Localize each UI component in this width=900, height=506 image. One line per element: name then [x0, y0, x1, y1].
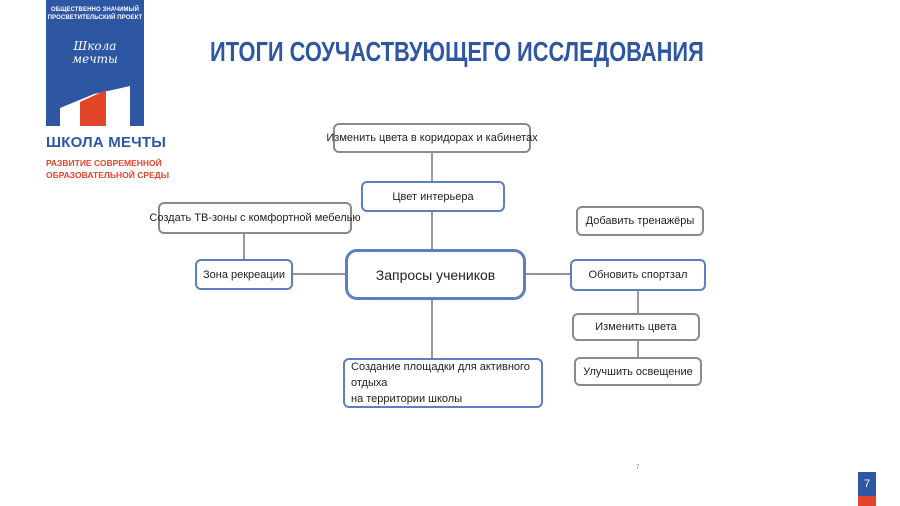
logo-tagline: ОБЩЕСТВЕННО ЗНАЧИМЫЙ ПРОСВЕТИТЕЛЬСКИЙ ПР… [46, 6, 144, 22]
node-change-colors-label: Изменить цвета [595, 321, 677, 333]
node-active-area: Создание площадки для активного отдыха н… [343, 358, 543, 408]
project-logo: ОБЩЕСТВЕННО ЗНАЧИМЫЙ ПРОСВЕТИТЕЛЬСКИЙ ПР… [46, 0, 144, 126]
page-number-badge: 7 [858, 472, 876, 506]
node-student-requests-label: Запросы учеников [375, 266, 496, 283]
node-add-trainers: Добавить тренажёры [576, 206, 704, 236]
node-change-corridor-colors-label: Изменить цвета в коридорах и кабинетах [326, 132, 538, 144]
node-interior-color: Цвет интерьера [361, 181, 505, 212]
page-badge-accent [858, 496, 876, 506]
node-add-trainers-label: Добавить тренажёры [585, 215, 695, 227]
node-tv-zones: Создать ТВ-зоны с комфортной мебелью [149, 202, 361, 234]
node-recreation-zone: Зона рекреации [195, 259, 293, 290]
logo-tagline-line-2: ПРОСВЕТИТЕЛЬСКИЙ ПРОЕКТ [47, 15, 143, 21]
slide-number-small: 7 [636, 465, 640, 471]
node-change-colors: Изменить цвета [572, 313, 700, 341]
brand-subtitle-line-1: РАЗВИТИЕ СОВРЕМЕННОЙ [46, 158, 162, 168]
node-interior-color-label: Цвет интерьера [392, 190, 474, 203]
node-improve-lighting-label: Улучшить освещение [583, 365, 693, 378]
logo-tagline-line-1: ОБЩЕСТВЕННО ЗНАЧИМЫЙ [51, 7, 139, 13]
node-active-area-line-2: на территории школы [351, 393, 463, 405]
brand-subtitle: РАЗВИТИЕ СОВРЕМЕННОЙ ОБРАЗОВАТЕЛЬНОЙ СРЕ… [46, 157, 169, 181]
house-icon [60, 86, 130, 126]
node-student-requests: Запросы учеников [345, 249, 526, 300]
node-update-gym: Обновить спортзал [570, 259, 706, 291]
brand-subtitle-line-2: ОБРАЗОВАТЕЛЬНОЙ СРЕДЫ [46, 170, 170, 180]
node-improve-lighting: Улучшить освещение [574, 357, 702, 386]
node-change-corridor-colors: Изменить цвета в коридорах и кабинетах [326, 123, 538, 153]
node-recreation-zone-label: Зона рекреации [202, 268, 285, 281]
node-tv-zones-label: Создать ТВ-зоны с комфортной мебелью [149, 212, 361, 224]
node-update-gym-label: Обновить спортзал [588, 269, 688, 281]
brand-name: ШКОЛА МЕЧТЫ [46, 134, 167, 151]
logo-script-text: Школа мечты [54, 40, 136, 66]
node-active-area-line-1: Создание площадки для активного отдыха [351, 361, 530, 389]
node-active-area-text: Создание площадки для активного отдыха н… [351, 359, 541, 407]
page-title: ИТОГИ СОУЧАСТВУЮЩЕГО ИССЛЕДОВАНИЯ [210, 36, 704, 67]
logo-script-line-2: мечты [72, 52, 118, 66]
page-number: 7 [858, 472, 876, 496]
logo-script-line-1: Школа [73, 39, 117, 53]
